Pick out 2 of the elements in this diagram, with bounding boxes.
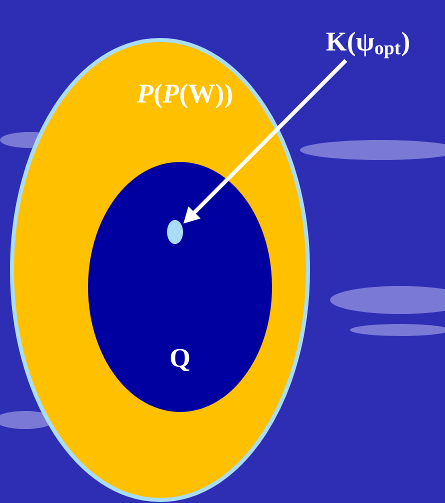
dot: [167, 220, 183, 244]
label-text: K(ψ$_{opt}$): [326, 32, 409, 58]
